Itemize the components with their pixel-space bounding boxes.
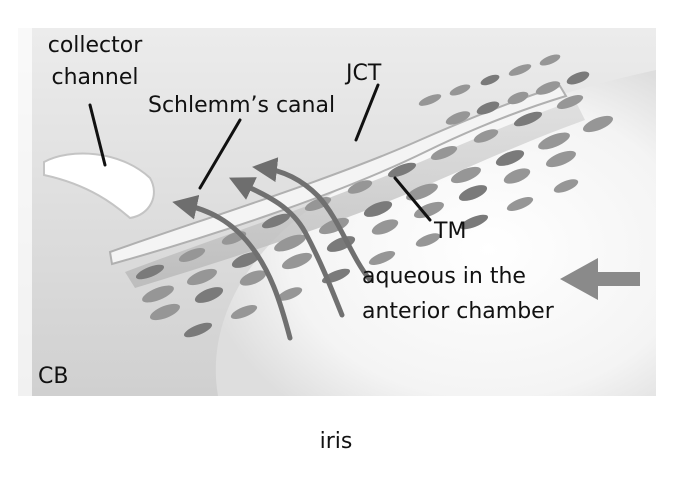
meshwork-ellipse <box>135 264 165 280</box>
leader-jct <box>354 83 380 142</box>
label-iris: iris <box>320 429 353 454</box>
meshwork-ellipse <box>539 54 561 66</box>
meshwork-ellipse <box>347 180 373 194</box>
meshwork-ellipse <box>566 71 590 85</box>
meshwork-ellipse <box>556 95 584 109</box>
label-tm: TM <box>433 219 466 244</box>
label-collector-line1: collector <box>48 33 143 58</box>
meshwork-ellipse <box>413 201 445 219</box>
meshwork-ellipse <box>507 91 529 105</box>
meshwork-ellipse <box>239 270 267 286</box>
collector-channel-shape <box>43 152 155 220</box>
meshwork-ellipse <box>281 252 313 270</box>
meshwork-ellipse <box>513 111 543 127</box>
inflow-arrow <box>560 258 640 300</box>
meshwork-ellipse <box>418 94 442 106</box>
meshwork-ellipse <box>274 234 306 252</box>
meshwork-ellipse <box>387 162 417 178</box>
jct-band <box>125 100 585 288</box>
meshwork-ellipse <box>406 183 438 201</box>
label-aqueous-line2: anterior chamber <box>362 299 555 324</box>
label-collector-line2: channel <box>51 65 138 90</box>
leader-schlemm <box>198 118 242 190</box>
meshwork-ellipse <box>503 168 531 184</box>
meshwork-ellipse <box>142 285 174 303</box>
meshwork-ellipse <box>538 132 570 150</box>
leader-lines <box>88 83 432 222</box>
anterior-chamber <box>215 70 656 396</box>
trabecular-meshwork <box>135 54 614 338</box>
label-cb: CB <box>38 364 68 389</box>
meshwork-ellipse <box>459 214 489 230</box>
meshwork-ellipse <box>480 74 500 86</box>
meshwork-ellipse <box>277 287 303 301</box>
meshwork-ellipse <box>186 268 218 286</box>
meshwork-ellipse <box>553 179 579 193</box>
meshwork-ellipse <box>508 64 532 76</box>
meshwork-ellipse <box>194 287 224 303</box>
leader-collector <box>88 103 107 167</box>
meshwork-ellipse <box>495 150 525 166</box>
meshwork-ellipse <box>371 219 399 235</box>
meshwork-ellipse <box>449 84 471 96</box>
meshwork-ellipse <box>261 213 291 229</box>
meshwork-ellipse <box>230 305 258 319</box>
meshwork-ellipse <box>445 111 471 125</box>
meshwork-ellipse <box>450 166 482 184</box>
meshwork-ellipse <box>545 150 577 168</box>
meshwork-ellipse <box>430 146 458 160</box>
meshwork-ellipse <box>183 322 213 338</box>
label-jct: JCT <box>344 61 382 86</box>
label-schlemms-canal: Schlemm’s canal <box>148 93 335 118</box>
meshwork-ellipse <box>415 233 441 247</box>
leader-tm <box>393 176 432 222</box>
meshwork-ellipse <box>458 185 488 201</box>
meshwork-ellipse <box>506 197 534 211</box>
aqueous-flow-arrows <box>172 157 373 341</box>
label-aqueous-line1: aqueous in the <box>362 264 526 289</box>
meshwork-ellipse <box>582 115 614 133</box>
meshwork-ellipse <box>318 217 350 235</box>
flow-arrow-2 <box>228 177 345 318</box>
meshwork-ellipse <box>535 81 561 95</box>
meshwork-ellipse <box>363 201 393 217</box>
meshwork-ellipse <box>178 248 206 262</box>
meshwork-ellipse <box>368 251 396 265</box>
meshwork-ellipse <box>231 252 261 268</box>
flow-arrow-3 <box>252 157 373 283</box>
meshwork-ellipse <box>149 303 181 321</box>
meshwork-ellipse <box>476 101 500 115</box>
flow-arrow-1 <box>172 194 293 341</box>
meshwork-ellipse <box>473 129 499 143</box>
